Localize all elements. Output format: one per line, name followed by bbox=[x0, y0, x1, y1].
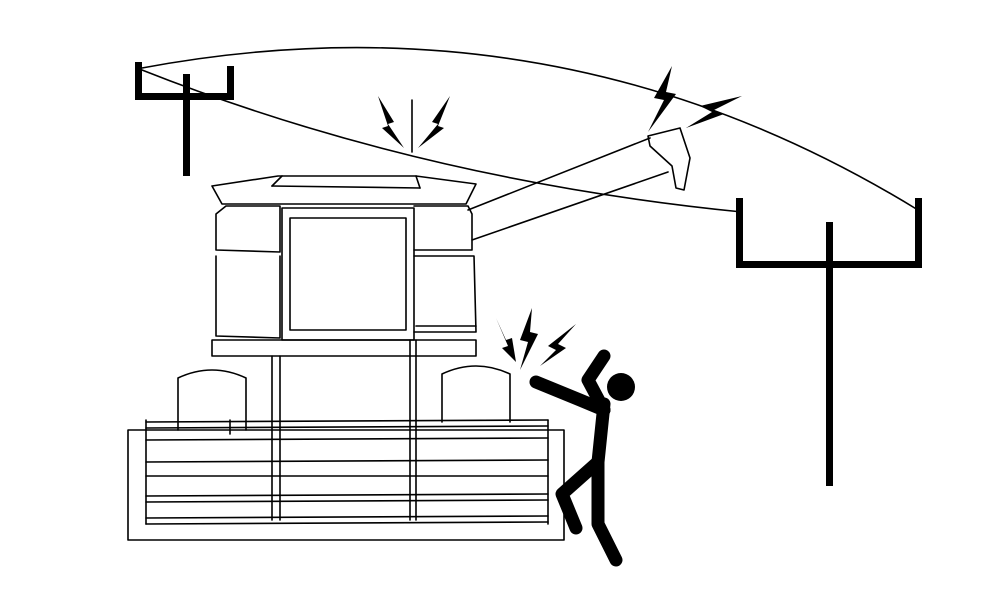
utility-pole-left bbox=[135, 62, 234, 176]
power-line-upper bbox=[141, 69, 743, 213]
lightning-bolt-icon bbox=[520, 308, 538, 370]
person-shocked bbox=[529, 349, 635, 567]
person-leg-left bbox=[555, 455, 605, 535]
lightning-bolt-icon bbox=[648, 66, 676, 132]
lightning-bolt-icon bbox=[540, 324, 576, 366]
person-arm-raised bbox=[581, 349, 611, 417]
lightning-bolt-icon bbox=[496, 318, 516, 362]
unloading-auger bbox=[467, 127, 691, 241]
person-leg-right bbox=[591, 455, 623, 567]
utility-pole-right bbox=[736, 198, 922, 486]
power-lines bbox=[141, 46, 919, 213]
person-arm-reaching bbox=[529, 375, 611, 417]
lightning-bolt-icon bbox=[418, 96, 450, 148]
spark-icons bbox=[378, 66, 742, 370]
lightning-bolt-icon bbox=[378, 96, 404, 148]
power-line-lower bbox=[141, 46, 919, 211]
person-head bbox=[607, 373, 635, 401]
lightning-bolt-icon bbox=[686, 96, 742, 128]
combine-harvester bbox=[127, 175, 565, 541]
